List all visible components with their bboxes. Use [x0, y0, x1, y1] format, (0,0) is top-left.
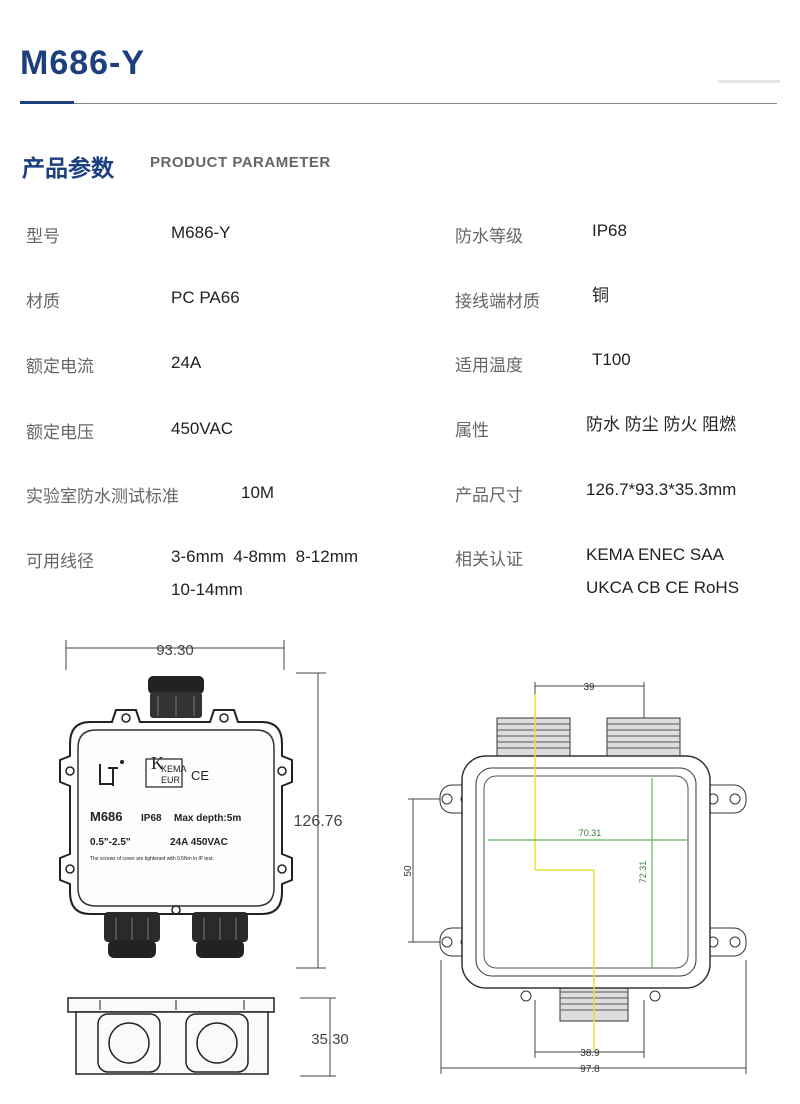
height-dimension-label: 126.76 [294, 813, 343, 830]
front-view-drawing: 93.30 126.76 K KEMA EUR CE M686 [59, 640, 343, 969]
param-value-wire-diameter-2: 10-14mm [171, 580, 243, 599]
cert-kema: KEMA [161, 764, 187, 774]
label-ip: IP68 [141, 813, 162, 824]
label-depth: Max depth:5m [174, 813, 241, 824]
param-label-properties: 属性 [455, 421, 489, 440]
param-label-certifications: 相关认证 [455, 550, 523, 569]
param-label-model: 型号 [26, 227, 60, 246]
inner-height-label: 72.31 [638, 861, 648, 884]
param-label-ip-rating: 防水等级 [455, 227, 523, 246]
cert-eur: EUR [161, 775, 181, 785]
param-value-certifications-1: KEMA ENEC SAA [586, 545, 724, 564]
total-width-label: 97.8 [580, 1064, 600, 1075]
faint-watermark [718, 80, 780, 83]
param-value-temperature: T100 [592, 350, 631, 369]
param-value-terminal-material: 铜 [592, 286, 609, 305]
svg-text:K: K [151, 753, 164, 773]
label-model: M686 [90, 809, 123, 824]
section-title-en: PRODUCT PARAMETER [150, 154, 331, 171]
section-title-cn: 产品参数 [22, 155, 114, 181]
depth-dimension-label: 35.30 [311, 1031, 349, 1048]
technical-drawings: 93.30 126.76 K KEMA EUR CE M686 [59, 640, 747, 1077]
param-label-temperature: 适用温度 [455, 356, 523, 375]
param-label-lab-test: 实验室防水测试标准 [26, 487, 179, 506]
label-rating: 24A 450VAC [170, 837, 228, 848]
side-view-drawing: 35.30 [67, 997, 349, 1077]
header-divider-accent [20, 101, 74, 104]
inner-width-label: 70.31 [579, 828, 602, 838]
param-value-material: PC PA66 [171, 288, 240, 307]
bottom-dimension-label: 38.9 [580, 1048, 600, 1059]
param-value-rated-voltage: 450VAC [171, 419, 234, 438]
header-divider [20, 103, 777, 104]
param-label-material: 材质 [26, 292, 60, 311]
top-dimension-label: 39 [583, 682, 595, 693]
param-value-lab-test: 10M [241, 483, 275, 502]
param-value-dimensions: 126.7*93.3*35.3mm [586, 480, 737, 499]
param-value-wire-diameter-1: 3-6mm 4-8mm 8-12mm [171, 547, 359, 566]
param-label-rated-voltage: 额定电压 [26, 423, 94, 442]
label-note: The screws of cover are tightened with 0… [90, 856, 214, 862]
left-dimension-label: 50 [403, 865, 414, 877]
param-value-model: M686-Y [171, 223, 231, 242]
top-view-drawing: 70.31 72.31 39 50 38.9 97.8 [403, 682, 747, 1075]
param-value-certifications-2: UKCA CB CE RoHS [586, 578, 740, 597]
brand-logo [99, 764, 118, 786]
param-label-rated-current: 额定电流 [26, 357, 94, 376]
param-label-dimensions: 产品尺寸 [455, 486, 523, 505]
param-value-rated-current: 24A [171, 353, 202, 372]
param-label-wire-diameter: 可用线径 [26, 552, 94, 571]
ce-mark: CE [191, 768, 209, 783]
label-wire: 0.5"-2.5" [90, 837, 131, 848]
page-title: M686-Y [20, 44, 146, 82]
param-label-terminal-material: 接线端材质 [455, 292, 540, 311]
param-value-ip-rating: IP68 [592, 221, 627, 240]
width-dimension-label: 93.30 [156, 642, 194, 659]
param-value-properties: 防水 防尘 防火 阻燃 [586, 415, 737, 434]
